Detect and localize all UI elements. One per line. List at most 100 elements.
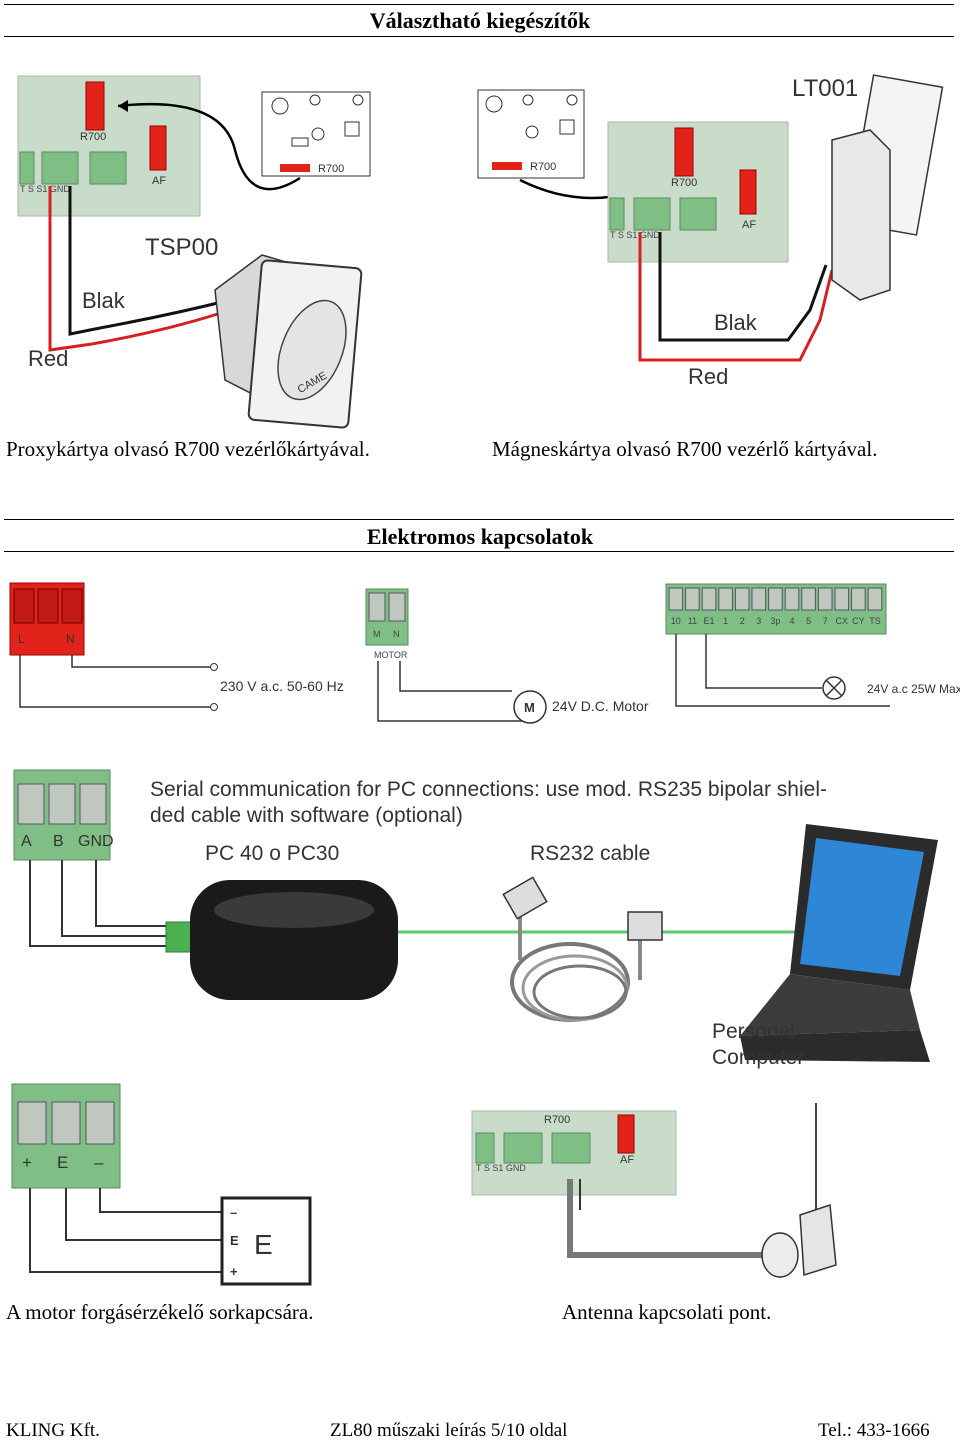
lamp-terminal-cell bbox=[734, 587, 750, 611]
section2-top-rule bbox=[4, 519, 954, 520]
footer-phone: Tel.: 433-1666 bbox=[818, 1420, 930, 1441]
footer-company: KLING Kft. bbox=[6, 1420, 100, 1441]
motor-diagram: M N MOTOR M 24V D.C. Motor bbox=[365, 588, 649, 724]
board-r700-label: R700 bbox=[671, 177, 697, 189]
antenna-af-label: AF bbox=[620, 1154, 634, 1166]
board-r700-label: R700 bbox=[80, 131, 106, 143]
pc-label-line1: Personal bbox=[712, 1020, 795, 1043]
lamp-terminal-cell bbox=[817, 587, 833, 611]
caption-encoder: A motor forgásérzékelő sorkapcsára. bbox=[6, 1300, 314, 1324]
encoder-diagram: + E – – E + E bbox=[11, 1083, 312, 1286]
terminal-n-label: N bbox=[393, 629, 400, 639]
power-supply-diagram: L N 230 V a.c. 50-60 Hz bbox=[9, 582, 344, 711]
lamp-terminal-label: 5 bbox=[806, 616, 811, 626]
terminal-e-label: E bbox=[57, 1153, 68, 1172]
terminal-a-label: A bbox=[21, 833, 32, 850]
terminal-minus-label: – bbox=[94, 1153, 104, 1172]
caption-magnetic-reader: Mágneskártya olvasó R700 vezérlő kártyáv… bbox=[492, 437, 878, 461]
antenna-diagram: R700 AF T S S1 GND bbox=[471, 1103, 837, 1278]
terminal-gnd-label: GND bbox=[78, 833, 114, 850]
lamp-terminal-label: 2 bbox=[740, 616, 745, 626]
encoder-box bbox=[220, 1196, 312, 1286]
lamp-terminal-label: TS bbox=[869, 616, 881, 626]
section1-title-rule bbox=[4, 36, 954, 37]
lamp-terminal-label: 7 bbox=[823, 616, 828, 626]
rs232-connector-left bbox=[502, 876, 548, 920]
laptop-base bbox=[740, 974, 920, 1036]
board-af-label: AF bbox=[742, 219, 756, 231]
lamp-terminal-cell bbox=[801, 587, 816, 611]
terminal-n-label: N bbox=[66, 632, 75, 646]
lamp-terminal-cell bbox=[768, 587, 783, 611]
small-board-label: R700 bbox=[318, 163, 344, 175]
box-pin-plus: + bbox=[230, 1264, 238, 1279]
control-board bbox=[607, 121, 789, 263]
top-rule bbox=[4, 4, 954, 5]
antenna-body bbox=[799, 1203, 837, 1276]
wire-red-label: Red bbox=[28, 346, 68, 371]
lamp-terminal-label: CX bbox=[836, 616, 849, 626]
wire-black-label: Blak bbox=[714, 310, 758, 335]
terminal-block bbox=[41, 151, 79, 185]
serial-note-line1: Serial communication for PC connections:… bbox=[150, 778, 827, 801]
terminal-plus-label: + bbox=[22, 1153, 32, 1172]
lamp-terminal-cell bbox=[685, 587, 700, 611]
encoder-box-label: E bbox=[254, 1229, 273, 1260]
caption-antenna: Antenna kapcsolati pont. bbox=[562, 1300, 772, 1324]
section2-title: Elektromos kapcsolatok bbox=[366, 524, 594, 549]
lamp-terminal-cell bbox=[751, 587, 767, 611]
serial-connection-diagram: A B GND Serial communication for PC conn… bbox=[13, 769, 938, 1069]
magnetic-reader-diagram: R700 R700 AF T S S1 GND Blak Red LT001 bbox=[477, 74, 944, 389]
rs232-connector-right bbox=[627, 911, 663, 941]
motor-caption: MOTOR bbox=[374, 650, 408, 660]
motor-symbol-label: M bbox=[524, 700, 535, 715]
power-label: 230 V a.c. 50-60 Hz bbox=[220, 678, 344, 694]
lamp-terminal-label: 11 bbox=[688, 616, 697, 626]
serial-note-line2: ded cable with software (optional) bbox=[150, 804, 463, 827]
lamp-terminal-label: 3p bbox=[770, 616, 780, 626]
lamp-terminal-label: 1 bbox=[723, 616, 728, 626]
small-board-label: R700 bbox=[530, 161, 556, 173]
control-board bbox=[17, 75, 201, 217]
module-label: PC 40 o PC30 bbox=[205, 842, 339, 865]
lamp-terminal-cell bbox=[834, 587, 850, 611]
box-pin-minus: – bbox=[230, 1205, 237, 1220]
lamp-terminal-label: 10 bbox=[671, 616, 681, 626]
lamp-terminal-cell bbox=[668, 587, 684, 611]
wire-red-label: Red bbox=[688, 364, 728, 389]
lt001-reader bbox=[831, 129, 891, 301]
terminal-m-label: M bbox=[373, 629, 381, 639]
af-socket bbox=[149, 125, 167, 171]
lamp-terminal-cell bbox=[784, 587, 800, 611]
proximity-reader-diagram: R700 AF T S S1 GND R700 TSP00 Blak Red C… bbox=[17, 75, 371, 429]
lamp-terminal-label: 4 bbox=[789, 616, 794, 626]
lamp-terminal-cell bbox=[867, 587, 883, 611]
section2-title-rule bbox=[4, 551, 954, 552]
lamp-terminal-label: 3 bbox=[756, 616, 761, 626]
motor-symbol bbox=[513, 690, 547, 724]
device-tsp00-label: TSP00 bbox=[145, 234, 218, 261]
section1-title: Választható kiegészítők bbox=[369, 8, 591, 33]
antenna-board-label: R700 bbox=[544, 1114, 570, 1126]
wire-black-label: Blak bbox=[82, 288, 126, 313]
device-lt001-label: LT001 bbox=[792, 75, 858, 102]
lamp-terminal-label: CY bbox=[852, 616, 865, 626]
lamp-label: 24V a.c 25W Max. bbox=[867, 682, 960, 696]
lamp-terminal-cell bbox=[701, 587, 717, 611]
antenna-terminal-labels: T S S1 GND bbox=[476, 1163, 526, 1173]
motor-label: 24V D.C. Motor bbox=[552, 698, 649, 714]
cable-label: RS232 cable bbox=[530, 842, 650, 865]
lamp-terminal-label: E1 bbox=[703, 616, 714, 626]
terminal-l-label: L bbox=[18, 632, 25, 646]
lamp-terminal-cell bbox=[718, 587, 733, 611]
footer-page-info: ZL80 műszaki leírás 5/10 oldal bbox=[330, 1420, 568, 1441]
lamp-terminal-cell bbox=[851, 587, 866, 611]
terminal-b-label: B bbox=[53, 833, 64, 850]
r700-board bbox=[261, 91, 371, 177]
board-af-label: AF bbox=[152, 175, 166, 187]
antenna-cable bbox=[567, 1179, 770, 1258]
r700-socket bbox=[85, 81, 105, 131]
box-pin-e: E bbox=[230, 1233, 239, 1248]
terminal-labels: T S S1 GND bbox=[20, 184, 70, 194]
